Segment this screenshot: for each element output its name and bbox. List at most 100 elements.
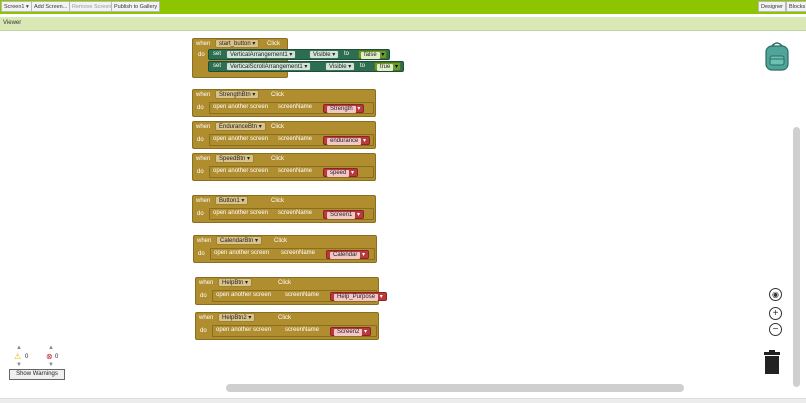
when-keyword: when xyxy=(199,315,214,321)
recenter-icon[interactable]: ◉ xyxy=(769,288,782,301)
event-block-helpbtn2[interactable]: when HelpBtn2 ▾ Click do open another sc… xyxy=(195,312,379,340)
event-block-calendarbtn[interactable]: when CalendarBtn ▾ Click do open another… xyxy=(193,235,377,263)
set-block-row-1[interactable]: set VerticalArrangement1 ▾ Visible ▾ to xyxy=(208,49,390,60)
screen-name-keyword: screenName xyxy=(278,136,313,142)
do-keyword: do xyxy=(200,293,207,299)
when-keyword: when xyxy=(196,92,211,98)
screen-name-keyword: screenName xyxy=(278,210,313,216)
do-keyword: do xyxy=(198,52,205,58)
component-dropdown[interactable]: HelpBtn2 ▾ xyxy=(218,313,256,322)
component-name: start_button xyxy=(219,41,251,47)
horizontal-scrollbar[interactable] xyxy=(226,384,684,392)
property-dropdown[interactable]: Visible ▾ xyxy=(309,50,340,59)
component-dropdown[interactable]: CalendarBtn ▾ xyxy=(216,236,263,245)
open-screen-keyword: open another screen xyxy=(213,136,269,142)
screen-name-value: Help_Purpose xyxy=(334,294,379,301)
open-screen-block[interactable]: open another screen screenName Help_Purp… xyxy=(212,290,387,302)
set-keyword: set xyxy=(213,51,222,57)
set-block-row-2[interactable]: set VerticalScrollArrangement1 ▾ Visible… xyxy=(208,61,404,72)
text-block[interactable]: Screen1 ▾ xyxy=(323,210,365,219)
event-block-endurancebtn[interactable]: when EnduranceBtn ▾ Click do open anothe… xyxy=(192,121,376,149)
do-keyword: do xyxy=(197,137,204,143)
component-dropdown[interactable]: VerticalArrangement1 ▾ xyxy=(226,50,297,59)
click-keyword: Click xyxy=(271,92,284,98)
screen-name-keyword: screenName xyxy=(285,327,320,333)
do-keyword: do xyxy=(197,169,204,175)
property-name: Visible xyxy=(313,52,331,58)
open-screen-keyword: open another screen xyxy=(213,210,269,216)
component-dropdown[interactable]: SpeedBtn ▾ xyxy=(215,154,255,163)
component-name: VerticalArrangement1 xyxy=(230,52,288,58)
designer-button[interactable]: Designer xyxy=(758,1,787,12)
open-screen-block[interactable]: open another screen screenName Calendar … xyxy=(210,248,375,260)
click-keyword: Click xyxy=(267,41,280,47)
event-block-strengthbtn[interactable]: when StrengthBtn ▾ Click do open another… xyxy=(192,89,376,117)
chevron-down-icon[interactable]: ▼ xyxy=(48,362,54,368)
text-block[interactable]: speed ▾ xyxy=(323,168,359,177)
set-keyword: set xyxy=(213,63,222,69)
text-block[interactable]: Screen2 ▾ xyxy=(330,327,372,336)
screen-select-button[interactable]: Screen1 ▾ xyxy=(1,1,32,12)
chevron-up-icon[interactable]: ▲ xyxy=(16,345,22,351)
click-keyword: Click xyxy=(271,124,284,130)
component-dropdown[interactable]: EnduranceBtn ▾ xyxy=(215,122,266,131)
blocks-workspace[interactable]: when start_button ▾ Click do set Vertica… xyxy=(0,32,806,398)
open-screen-keyword: open another screen xyxy=(213,168,269,174)
component-dropdown[interactable]: HelpBtn ▾ xyxy=(218,278,253,287)
show-warnings-button[interactable]: Show Warnings xyxy=(9,369,65,380)
trash-icon[interactable] xyxy=(763,350,781,374)
component-dropdown[interactable]: StrengthBtn ▾ xyxy=(215,90,260,99)
property-dropdown[interactable]: Visible ▾ xyxy=(325,62,356,71)
error-count: 0 xyxy=(55,354,59,360)
boolean-block[interactable]: false ▾ xyxy=(358,50,388,59)
screen-name-value: Screen2 xyxy=(334,329,363,336)
component-dropdown[interactable]: start_button ▾ xyxy=(215,39,260,48)
text-block[interactable]: endurance ▾ xyxy=(323,136,371,145)
component-dropdown[interactable]: Button1 ▾ xyxy=(215,196,249,205)
chevron-up-icon[interactable]: ▲ xyxy=(48,345,54,351)
chevron-down-icon[interactable]: ▼ xyxy=(16,362,22,368)
zoom-in-button[interactable]: + xyxy=(769,307,782,320)
do-keyword: do xyxy=(197,105,204,111)
text-block[interactable]: Strength ▾ xyxy=(323,104,365,113)
to-keyword: to xyxy=(344,51,350,57)
event-block-speedbtn[interactable]: when SpeedBtn ▾ Click do open another sc… xyxy=(192,153,376,181)
screen-name-value: Calendar xyxy=(330,252,361,259)
open-screen-block[interactable]: open another screen screenName Screen2 ▾ xyxy=(212,325,377,337)
when-keyword: when xyxy=(196,124,211,130)
component-name: EnduranceBtn xyxy=(219,124,258,130)
publish-to-gallery-button[interactable]: Publish to Gallery xyxy=(111,1,161,12)
open-screen-block[interactable]: open another screen screenName speed ▾ xyxy=(209,166,374,178)
vertical-scrollbar[interactable] xyxy=(793,127,800,387)
click-keyword: Click xyxy=(271,198,284,204)
open-screen-block[interactable]: open another screen screenName Screen1 ▾ xyxy=(209,208,374,220)
bottom-bar xyxy=(0,398,806,403)
component-dropdown[interactable]: VerticalScrollArrangement1 ▾ xyxy=(226,62,312,71)
add-screen-button[interactable]: Add Screen... xyxy=(31,1,71,12)
click-keyword: Click xyxy=(278,315,291,321)
screen-name-keyword: screenName xyxy=(281,250,316,256)
blocks-button[interactable]: Blocks xyxy=(786,1,806,12)
open-screen-block[interactable]: open another screen screenName Strength … xyxy=(209,102,374,114)
property-name: Visible xyxy=(329,64,347,70)
component-name: StrengthBtn xyxy=(219,92,251,98)
screen-name-keyword: screenName xyxy=(278,168,313,174)
open-screen-block[interactable]: open another screen screenName endurance… xyxy=(209,134,374,146)
boolean-value: true xyxy=(377,64,394,71)
text-block[interactable]: Calendar ▾ xyxy=(326,250,370,259)
component-name: HelpBtn2 xyxy=(222,315,247,321)
open-screen-keyword: open another screen xyxy=(213,104,269,110)
text-block[interactable]: Help_Purpose ▾ xyxy=(330,292,387,301)
warning-icon: ⚠ xyxy=(14,352,22,361)
component-name: CalendarBtn xyxy=(220,238,254,244)
component-name: SpeedBtn xyxy=(219,156,246,162)
backpack-icon[interactable] xyxy=(762,40,792,72)
boolean-block[interactable]: true ▾ xyxy=(374,62,402,71)
remove-screen-button[interactable]: Remove Screen xyxy=(69,1,115,12)
screen-name-keyword: screenName xyxy=(285,292,320,298)
zoom-out-button[interactable]: − xyxy=(769,323,782,336)
event-block-helpbtn[interactable]: when HelpBtn ▾ Click do open another scr… xyxy=(195,277,387,305)
component-name: VerticalScrollArrangement1 xyxy=(230,64,303,70)
do-keyword: do xyxy=(197,211,204,217)
event-block-button1[interactable]: when Button1 ▾ Click do open another scr… xyxy=(192,195,376,223)
